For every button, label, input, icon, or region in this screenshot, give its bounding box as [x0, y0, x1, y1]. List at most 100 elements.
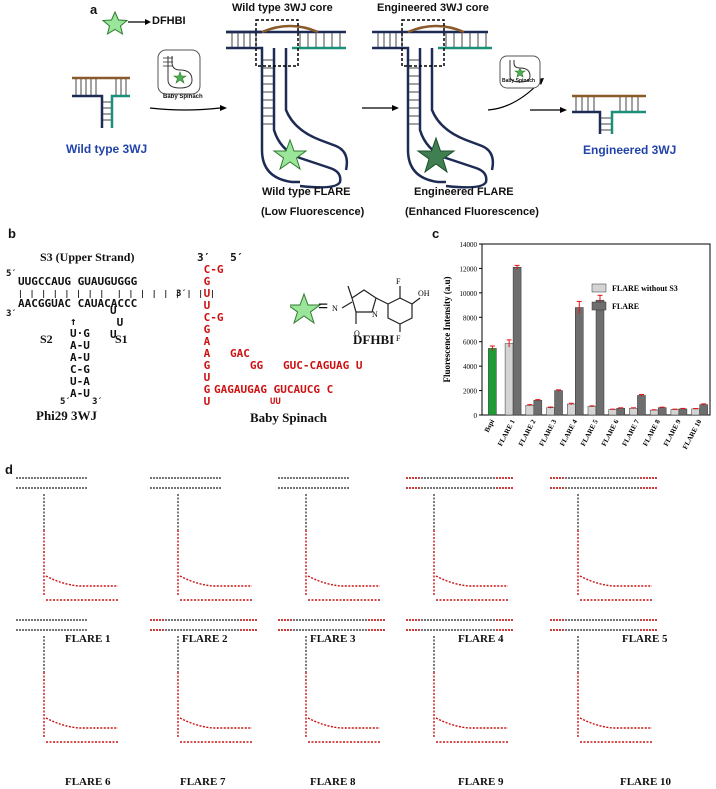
flare-9-label: FLARE 9 — [458, 776, 504, 788]
s1-label: S1 — [115, 332, 128, 346]
x-tick-label: FLARE 10 — [681, 418, 704, 451]
y-tick-label: 6000 — [463, 339, 478, 347]
s3-title: S3 (Upper Strand) — [40, 250, 135, 264]
x-tick-label: FLARE 2 — [517, 418, 538, 448]
legend-entry: FLARE without S3 — [612, 284, 678, 293]
engineered-3wj-diagram — [572, 94, 646, 134]
wild-type-3wj-diagram — [72, 76, 130, 128]
baby-spinach-star-icon — [173, 71, 187, 84]
flare-5-label: FLARE 5 — [622, 633, 668, 645]
bar-without-s3 — [567, 403, 576, 416]
flare-6-label: FLARE 6 — [65, 776, 111, 788]
flare-structure-drawing — [550, 477, 658, 601]
engineered-flare-star-icon — [416, 136, 456, 174]
y-tick-label: 12000 — [460, 265, 478, 273]
flare-structure-drawing — [16, 619, 118, 743]
panel-a-diagram — [72, 10, 646, 189]
engineered-3wj-label: Engineered 3WJ — [583, 143, 677, 157]
bar-flare — [657, 407, 667, 416]
wild-type-flare-label: Wild type FLARE — [262, 186, 351, 198]
panel-d-letter: d — [5, 462, 13, 477]
dfhbi-structure: O N N F F OH — [290, 277, 430, 343]
five-prime-top: 5′ — [6, 269, 17, 279]
x-tick-label: FLARE 3 — [538, 418, 559, 448]
baby-spinach-title: Baby Spinach — [250, 410, 327, 425]
x-tick-label: FLARE 7 — [621, 418, 642, 448]
wild-type-flare-star-icon — [272, 138, 308, 171]
legend-star-icon — [101, 10, 129, 36]
legend-swatch — [591, 301, 607, 311]
3wj-stem: ↑ U·G A-U A-U C-G U-A A-U — [70, 315, 90, 400]
flare-structure-drawing — [550, 619, 658, 743]
x-tick-label: FLARE 9 — [662, 418, 683, 448]
equals-sign: = — [318, 296, 329, 316]
released-star-icon — [514, 67, 526, 78]
wild-type-3wj-label: Wild type 3WJ — [66, 142, 148, 156]
panel-b-letter: b — [8, 226, 16, 241]
y-tick-label: 2000 — [463, 388, 478, 396]
bar-flare — [533, 400, 543, 416]
y-tick-label: 8000 — [463, 314, 478, 322]
engineered-flare-diagram — [372, 19, 495, 189]
fluorescence-bar-chart: 0 2000 4000 6000 8000 10000 12000 14000Fluoresc… — [442, 241, 711, 451]
legend-entry: FLARE — [612, 302, 639, 311]
legend-dfhbi-label: DFHBI — [152, 15, 186, 27]
baby-spinach-stem: 3′ 5′ C-G G U U C-G G A A G U G U — [197, 251, 244, 408]
flare-structure-drawing — [150, 477, 252, 601]
loop-u: U U U — [110, 304, 124, 341]
bar-without-s3 — [691, 408, 700, 416]
flare-structure-drawing — [406, 619, 514, 743]
legend-swatch — [591, 283, 607, 293]
flare-2-label: FLARE 2 — [182, 633, 228, 645]
bar-flare — [512, 266, 522, 416]
dfhbi-label: DFHBI — [353, 332, 395, 347]
flare-structure-drawing — [16, 477, 118, 601]
bar-without-s3 — [649, 409, 659, 416]
bar-flare — [554, 390, 563, 416]
y-tick-label: 14000 — [460, 241, 478, 249]
enhanced-fluorescence-label: (Enhanced Fluorescence) — [405, 206, 539, 218]
bar-bspi — [488, 348, 497, 416]
x-tick-label: FLARE 4 — [558, 418, 579, 448]
svg-text:F: F — [396, 277, 401, 286]
engineered-flare-label: Engineered FLARE — [414, 186, 514, 198]
svg-text:F: F — [396, 334, 401, 343]
baby-spinach-tag-right — [499, 55, 541, 89]
svg-text:N: N — [332, 304, 338, 313]
panel-c-letter: c — [432, 226, 440, 241]
svg-text:O: O — [354, 329, 360, 338]
flare-8-label: FLARE 8 — [310, 776, 356, 788]
x-tick-label: FLARE 1 — [496, 418, 517, 448]
bar-flare — [699, 404, 708, 416]
bar-without-s3 — [525, 404, 535, 416]
flare-structure-drawing — [278, 477, 380, 601]
engineered-core-title: Engineered 3WJ core — [377, 2, 489, 14]
bottom-strand: AACGGUAC CAUACACCC — [18, 297, 138, 310]
bar-without-s3 — [587, 406, 597, 416]
y-tick-label: 4000 — [463, 363, 478, 371]
bar-without-s3 — [546, 407, 555, 416]
svg-text:N: N — [372, 310, 378, 319]
baby-spinach-uu: UU — [270, 397, 281, 407]
baby-spinach-tag-left — [157, 49, 201, 95]
bar-flare — [616, 408, 625, 416]
flare-3-label: FLARE 3 — [310, 633, 356, 645]
y-axis-label: Fluorescence Intensity (a.u) — [442, 276, 452, 382]
y-tick-label: 0 — [474, 412, 478, 420]
flare-10-label: FLARE 10 — [620, 776, 672, 788]
bar-without-s3 — [504, 343, 514, 416]
three-prime-right: 3′ — [176, 289, 187, 299]
bar-without-s3 — [629, 408, 638, 416]
bar-flare — [595, 299, 605, 416]
five-prime-stem: 5′ — [60, 397, 71, 407]
top-strand: UUGCCAUG GUAUGUGGG — [18, 275, 138, 288]
flare-structure-drawing — [406, 477, 514, 601]
x-tick-label: FLARE 8 — [641, 418, 662, 448]
three-prime-bottom: 3′ — [6, 309, 17, 319]
flare-structure-drawing — [150, 619, 258, 743]
x-tick-label: FLARE 6 — [600, 418, 621, 448]
flare-4-label: FLARE 4 — [458, 633, 504, 645]
bar-flare — [575, 307, 584, 416]
y-tick-label: 10000 — [460, 290, 478, 298]
baby-spinach-tag-label-left: Baby Spinach — [163, 94, 203, 100]
